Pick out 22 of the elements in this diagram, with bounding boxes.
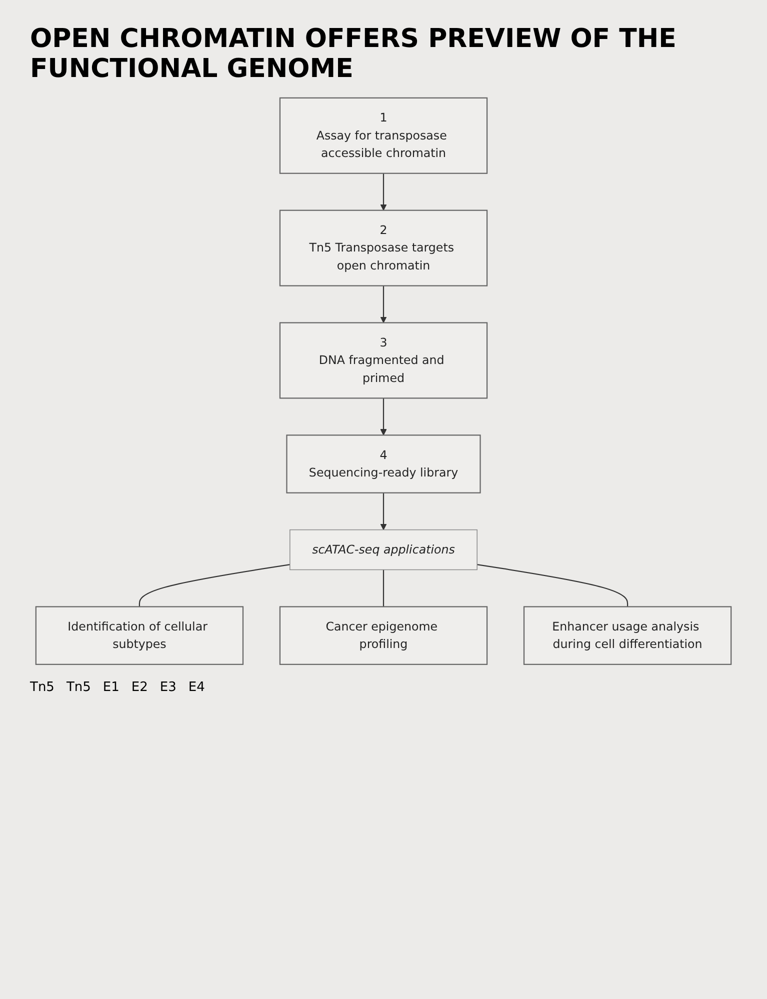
node-box: Cancer epigenome profiling — [279, 606, 488, 665]
arrow — [380, 173, 387, 211]
label-text: E4 — [188, 680, 205, 696]
connector — [138, 564, 290, 607]
node-box: Enhancer usage analysis during cell differentiation — [523, 606, 732, 665]
node-box: 1 Assay for transposase accessible chromatin — [279, 97, 488, 174]
label-text: Tn5 — [66, 680, 91, 696]
label-text: Tn5 — [30, 680, 54, 696]
node-box: 2 Tn5 Transposase targets open chromatin — [279, 210, 488, 286]
node-box: Identification of cellular subtypes — [35, 606, 244, 665]
node-box: scATAC-seq applications — [290, 529, 478, 570]
node-box: 3 DNA fragmented and primed — [279, 322, 488, 399]
connector — [382, 570, 384, 607]
node-box: 4 Sequencing-ready library — [286, 434, 481, 494]
label-text: E2 — [131, 680, 148, 696]
arrow — [380, 286, 387, 324]
arrow — [380, 492, 387, 530]
label-text: E1 — [102, 680, 120, 696]
connector — [477, 564, 628, 607]
arrow — [380, 398, 387, 436]
title: OPEN CHROMATIN OFFERS PREVIEW OF THE FUNCTIONAL GENOME — [30, 24, 678, 84]
label-text: E3 — [160, 680, 176, 696]
